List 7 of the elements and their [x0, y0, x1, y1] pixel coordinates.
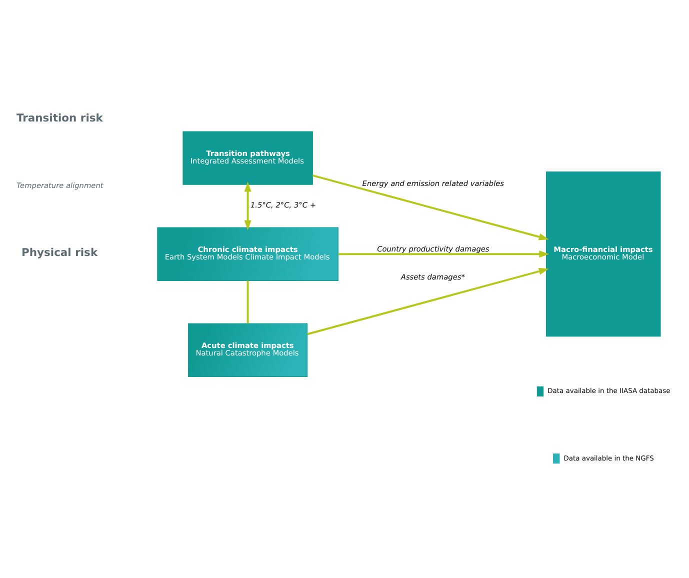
- arrow: [244, 182, 252, 230]
- arrow: [307, 268, 549, 336]
- arrow: [338, 250, 550, 258]
- label: Physical risk: [21, 246, 98, 259]
- connector: [246, 280, 249, 324]
- arrow: [312, 174, 549, 240]
- label: Transition risk: [16, 112, 103, 125]
